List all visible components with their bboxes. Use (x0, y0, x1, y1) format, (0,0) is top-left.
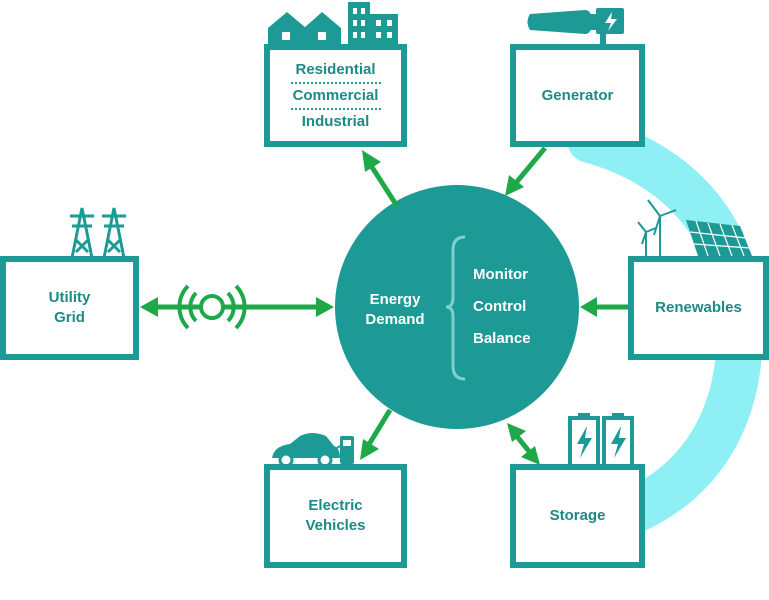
electric-car-and-charger-icon (272, 433, 354, 468)
arrow-from-generator (513, 146, 547, 186)
arrow-head-ev (360, 439, 379, 460)
storage-node-box: Storage (510, 464, 645, 568)
load-label-residential: Residential (295, 60, 376, 78)
arrow-head-grid-right (316, 297, 334, 317)
hub-function-control: Control (473, 298, 527, 315)
transmission-tower-icon (70, 207, 126, 259)
flow-arrows (140, 146, 630, 465)
generator-node-box: Generator (510, 44, 645, 147)
ev-node-box: Electric Vehicles (264, 464, 407, 568)
hub-title-line2: Demand (365, 311, 425, 328)
arrow-head-grid-left (140, 297, 158, 317)
houses-and-buildings-icon (268, 2, 398, 46)
renewables-node-box: Renewables (628, 256, 769, 360)
grid-label-line2: Grid (54, 309, 85, 326)
load-node-box: Residential Commercial Industrial (264, 44, 407, 147)
hub-function-balance: Balance (473, 330, 531, 347)
grid-node-box: Utility Grid (0, 256, 139, 360)
load-label-commercial: Commercial (292, 86, 379, 104)
ev-label-line1: Electric (308, 497, 363, 514)
arrow-to-load (367, 162, 400, 208)
arrow-head-generator (505, 175, 524, 196)
load-label-industrial: Industrial (301, 112, 370, 130)
arrow-to-ev (365, 408, 393, 448)
load-separator (290, 107, 381, 110)
battery-icon (568, 413, 634, 468)
hub-title-line1: Energy (369, 291, 421, 308)
storage-label: Storage (549, 507, 606, 524)
ev-label-line2: Vehicles (305, 517, 366, 534)
generator-label: Generator (541, 86, 614, 104)
load-separator (290, 81, 381, 84)
arrow-head-renewables (580, 297, 597, 317)
wireless-signal-icon (177, 284, 247, 330)
grid-label-line1: Utility (48, 289, 91, 306)
hub-title: Energy Demand (355, 290, 435, 330)
arrow-head-storage-up (507, 423, 526, 442)
energy-demand-hub (335, 185, 579, 429)
arrow-head-load (362, 150, 381, 172)
hub-brace (445, 235, 466, 381)
renewables-label: Renewables (655, 299, 742, 316)
arrow-head-storage-down (521, 446, 540, 465)
hub-function-monitor: Monitor (473, 266, 528, 283)
hub-functions: Monitor Control Balance (473, 265, 563, 361)
wind-turbines-and-solar-panel-icon (637, 199, 752, 258)
generator-icon (527, 8, 624, 46)
